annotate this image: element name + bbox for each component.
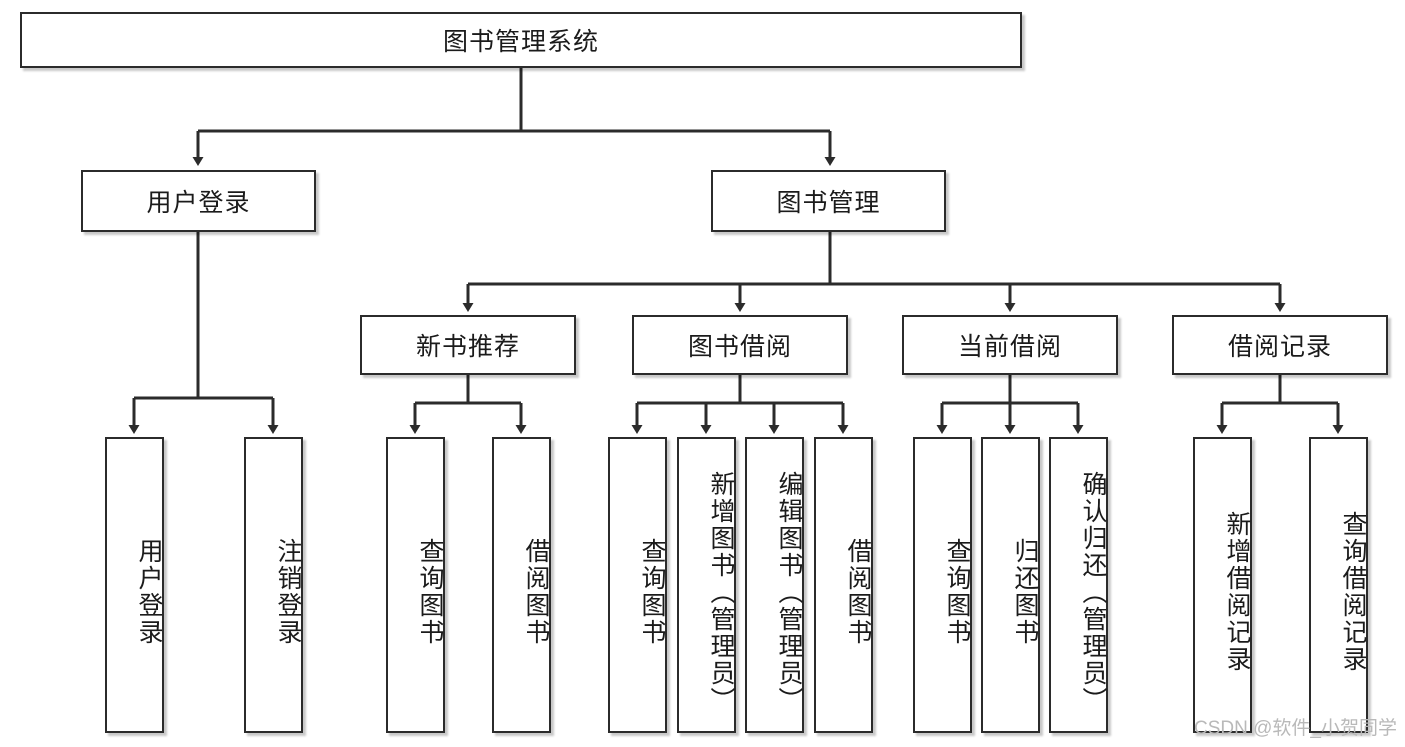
leaf-new-book-borrow[interactable]: 借阅图书 bbox=[492, 437, 551, 733]
node-borrow-record[interactable]: 借阅记录 bbox=[1172, 315, 1388, 375]
leaf-borrow-record-add[interactable]: 新增借阅记录 bbox=[1193, 437, 1252, 733]
leaf-book-borrow-borrow[interactable]: 借阅图书 bbox=[814, 437, 873, 733]
leaf-current-borrow-query-label: 查询图书 bbox=[943, 538, 971, 646]
leaf-book-borrow-edit-label: 编辑图书（管理员） bbox=[775, 470, 803, 714]
leaf-book-borrow-edit[interactable]: 编辑图书（管理员） bbox=[745, 437, 804, 733]
leaf-borrow-record-query-label: 查询借阅记录 bbox=[1339, 511, 1367, 673]
leaf-book-borrow-query-label: 查询图书 bbox=[638, 538, 666, 646]
node-book-borrow-label: 图书借阅 bbox=[687, 333, 792, 361]
node-current-borrow-label: 当前借阅 bbox=[957, 333, 1062, 361]
leaf-book-borrow-add-label: 新增图书（管理员） bbox=[707, 470, 735, 714]
leaf-current-borrow-confirm-label: 确认归还（管理员） bbox=[1079, 470, 1107, 714]
leaf-new-book-query[interactable]: 查询图书 bbox=[386, 437, 445, 733]
node-new-book-recommend-label: 新书推荐 bbox=[415, 333, 520, 361]
leaf-new-book-borrow-label: 借阅图书 bbox=[522, 538, 550, 646]
node-new-book-recommend[interactable]: 新书推荐 bbox=[360, 315, 576, 375]
node-current-borrow[interactable]: 当前借阅 bbox=[902, 315, 1118, 375]
node-root[interactable]: 图书管理系统 bbox=[20, 12, 1022, 68]
leaf-current-borrow-return[interactable]: 归还图书 bbox=[981, 437, 1040, 733]
node-book-management-label: 图书管理 bbox=[776, 189, 881, 217]
leaf-book-borrow-borrow-label: 借阅图书 bbox=[844, 538, 872, 646]
node-book-management[interactable]: 图书管理 bbox=[711, 170, 946, 232]
leaf-book-borrow-add[interactable]: 新增图书（管理员） bbox=[677, 437, 736, 733]
node-root-label: 图书管理系统 bbox=[442, 28, 599, 56]
leaf-user-login-login[interactable]: 用户登录 bbox=[105, 437, 164, 733]
leaf-new-book-query-label: 查询图书 bbox=[416, 538, 444, 646]
leaf-current-borrow-confirm[interactable]: 确认归还（管理员） bbox=[1049, 437, 1108, 733]
leaf-current-borrow-query[interactable]: 查询图书 bbox=[913, 437, 972, 733]
leaf-borrow-record-query[interactable]: 查询借阅记录 bbox=[1309, 437, 1368, 733]
node-book-borrow[interactable]: 图书借阅 bbox=[632, 315, 848, 375]
leaf-current-borrow-return-label: 归还图书 bbox=[1011, 538, 1039, 646]
node-borrow-record-label: 借阅记录 bbox=[1227, 333, 1332, 361]
watermark-text: CSDN @软件_小贺同学 bbox=[1194, 718, 1397, 739]
node-user-login[interactable]: 用户登录 bbox=[81, 170, 316, 232]
leaf-user-login-logout-label: 注销登录 bbox=[274, 538, 302, 646]
leaf-book-borrow-query[interactable]: 查询图书 bbox=[608, 437, 667, 733]
leaf-borrow-record-add-label: 新增借阅记录 bbox=[1223, 511, 1251, 673]
leaf-user-login-login-label: 用户登录 bbox=[135, 538, 163, 646]
node-user-login-label: 用户登录 bbox=[146, 189, 251, 217]
leaf-user-login-logout[interactable]: 注销登录 bbox=[244, 437, 303, 733]
